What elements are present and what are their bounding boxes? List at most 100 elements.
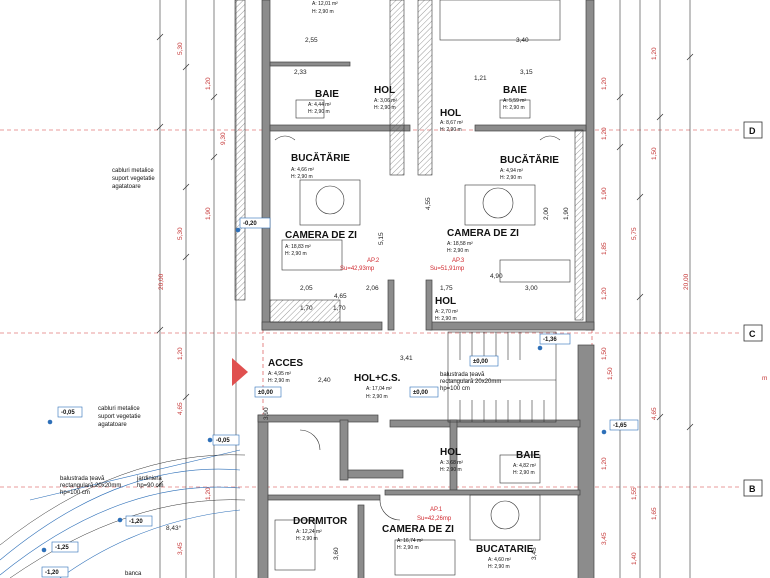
dim-mid-7: 1,75: [440, 285, 453, 292]
hol3-label: HOL: [435, 296, 456, 307]
axis-b: B: [749, 484, 756, 494]
holcs-label: HOL+C.S.: [354, 373, 401, 384]
elev-4: -1,25: [55, 545, 69, 551]
elevation-markers: [41, 217, 639, 578]
elev-9: -1,36: [543, 337, 557, 343]
cabluri2-line3: agatatoare: [98, 422, 127, 428]
jardiniera-line2: hp=90 cm: [137, 483, 164, 489]
vertical-dimensions-right: 1,20 1,20 1,90 1,85 5,75 1,20 1,50 4,65 …: [601, 47, 690, 565]
hol1-height: H: 2,90 m: [374, 105, 396, 111]
dim-top-3: 3,15: [520, 69, 533, 76]
banca-note: banca: [125, 571, 142, 577]
buc1-label: BUCĂTĂRIE: [291, 151, 350, 164]
dim-right-11: 1,20: [651, 47, 658, 60]
dim-misc-3: 3,45: [531, 547, 538, 560]
dim-left-2: 20,00: [158, 273, 165, 290]
vertical-dimensions-left: 5,30 9,30 20,00 5,30 4,65 1,20 3,45 1,90…: [158, 42, 227, 555]
dim-left-4: 4,65: [177, 402, 184, 415]
dim-mid-6: 4,90: [490, 273, 503, 280]
elev-5: -1,20: [45, 570, 59, 576]
annotations: cabluri metalice suport vegetatie agatat…: [60, 168, 501, 577]
dim-left-9: 1,20: [205, 487, 212, 500]
dim-right-3: 1,85: [601, 242, 608, 255]
elev-2: -0,05: [216, 438, 230, 444]
balustrada2-line1: balustrada țeavă: [440, 372, 485, 378]
furniture: [274, 0, 571, 576]
hol3-height: H: 2,90 m: [435, 316, 457, 322]
dim-mid-5: 3,00: [525, 285, 538, 292]
cabluri2-line2: suport vegetatie: [98, 414, 141, 420]
balustrada2-line2: rectangulară 20x20mm: [440, 379, 501, 385]
axis-bubbles: [743, 121, 763, 497]
dim-misc-5: 1,50: [607, 367, 614, 380]
cz2-label: CAMERA DE ZI: [447, 228, 519, 239]
hol1-label: HOL: [374, 85, 395, 96]
hol1-area: A: 3,06 m²: [374, 98, 397, 104]
buc1-area: A: 4,66 m²: [291, 167, 314, 173]
dim-midv-3: 1,90: [563, 207, 570, 220]
dim-mid-2: 1,70: [333, 305, 346, 312]
dim-mid-1: 1,70: [300, 305, 313, 312]
elev-11: ±0,00: [473, 359, 489, 365]
dim-top-0: 2,55: [305, 37, 318, 44]
dim-left-1: 9,30: [220, 132, 227, 145]
baie1-label: BAIE: [315, 89, 339, 100]
dim-misc-6: 1,55: [631, 487, 638, 500]
baie2-label: BAIE: [503, 85, 527, 96]
dim-misc-4: 8,43°: [166, 524, 182, 532]
dormitor-height: H: 2,90 m: [296, 536, 318, 542]
ap2-label: AP.2: [367, 258, 380, 264]
elev-7: ±0,00: [413, 390, 429, 396]
dim-mid-8: 3,41: [400, 355, 413, 362]
hol2-height: H: 2,90 m: [440, 127, 462, 133]
baie3-height: H: 2,90 m: [513, 470, 535, 476]
cabluri1-line1: cabluri metalice: [112, 168, 154, 174]
balustrada2-line3: hp=100 cm: [440, 386, 470, 392]
elevation-labels: -0,05 -0,05 -1,20 -1,25 -1,20 ±0,00 ±0,0…: [45, 221, 627, 576]
elev-10: -1,65: [613, 423, 627, 429]
dim-misc-0: 2,40: [318, 377, 331, 384]
dim-right-6: 1,50: [601, 347, 608, 360]
terrace-curves: [0, 449, 241, 578]
walls: [257, 0, 595, 578]
dim-mid-4: 2,06: [366, 285, 379, 292]
holcs-height: H: 2,90 m: [366, 394, 388, 400]
cz1-height: H: 2,90 m: [285, 251, 307, 257]
ap1-label: AP.1: [430, 507, 443, 513]
dim-left-5: 1,20: [205, 77, 212, 90]
cabluri1-line3: agatatoare: [112, 184, 141, 190]
edge-m: m: [762, 375, 767, 382]
dim-right-9: 3,45: [601, 532, 608, 545]
hol2-label: HOL: [440, 108, 461, 119]
cz3-height: H: 2,90 m: [397, 545, 419, 551]
dim-right-10: 1,40: [631, 552, 638, 565]
dim-right-12: 1,50: [651, 147, 658, 160]
acces-height: H: 2,90 m: [268, 378, 290, 384]
dim-midv-1: 5,15: [378, 232, 385, 245]
dim-top-2: 3,40: [516, 37, 529, 44]
hol4-label: HOL: [440, 447, 461, 458]
baie1-area: A: 4,44 m²: [308, 102, 331, 108]
dim-right-4: 5,75: [631, 227, 638, 240]
vertical-dimensions-mid: 4,55 5,15 3,90 3,60 3,45 2,00 1,90: [263, 197, 570, 560]
terrace-outline: [0, 454, 246, 578]
hol4-height: H: 2,90 m: [440, 467, 462, 473]
balustrada-line1: balustrada țeavă: [60, 476, 105, 482]
dim-top-1: 2,33: [294, 69, 307, 76]
dim-left-7: 1,90: [205, 207, 212, 220]
dim-misc-7: 1,65: [651, 507, 658, 520]
cz2-area: A: 18,58 m²: [447, 241, 473, 247]
baie3-area: A: 4,82 m²: [513, 463, 536, 469]
staircase: [447, 331, 557, 423]
elev-8: -0,20: [243, 221, 257, 227]
dim-right-13: 20,00: [683, 273, 690, 290]
dim-misc-2: 3,60: [333, 547, 340, 560]
buc3-height: H: 2,90 m: [488, 564, 510, 570]
elev-1: -0,05: [61, 410, 75, 416]
cabluri2-line1: cabluri metalice: [98, 406, 140, 412]
buc1-height: H: 2,90 m: [291, 174, 313, 180]
jardiniera-line1: jardiniera: [136, 476, 162, 482]
cabluri1-line2: suport vegetatie: [112, 176, 155, 182]
balustrada-line3: hp=100 cm: [60, 490, 90, 496]
shaft-columns: [234, 0, 584, 323]
